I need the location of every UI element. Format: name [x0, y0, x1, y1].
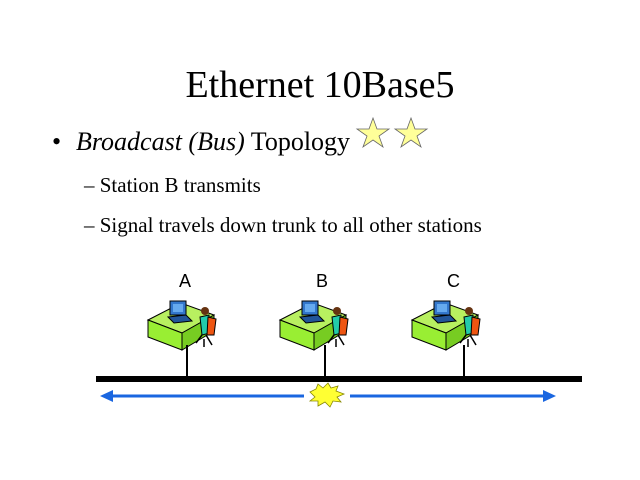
workstation-icon-a: [147, 300, 217, 351]
collision-burst-icon: [308, 382, 346, 408]
sub-item-2: – Signal travels down trunk to all other…: [84, 213, 482, 238]
station-label-b: B: [316, 271, 329, 291]
slide-title: Ethernet 10Base5: [185, 64, 455, 106]
bullet-mark: •: [52, 127, 62, 156]
signal-arrow-right: [350, 390, 556, 402]
sub-item-text: Station B transmits: [99, 173, 261, 197]
sub-item-text: Signal travels down trunk to all other s…: [99, 213, 482, 237]
dash: –: [84, 173, 95, 197]
trunk-cable: [96, 376, 582, 382]
bullet-rest: Topology: [244, 127, 351, 156]
workstation-icon-b: [279, 300, 349, 351]
sub-item-1: – Station B transmits: [84, 173, 261, 198]
station-label-c: C: [447, 271, 460, 291]
star-icon: [393, 116, 429, 149]
dash: –: [84, 213, 95, 237]
workstation-icon-c: [411, 300, 481, 351]
bullet-topology: • Broadcast (Bus) Topology: [52, 127, 350, 157]
bullet-italic: Broadcast (Bus): [76, 127, 245, 156]
signal-arrow-left: [100, 390, 304, 402]
station-label-a: A: [179, 271, 192, 291]
star-icon: [355, 116, 391, 149]
